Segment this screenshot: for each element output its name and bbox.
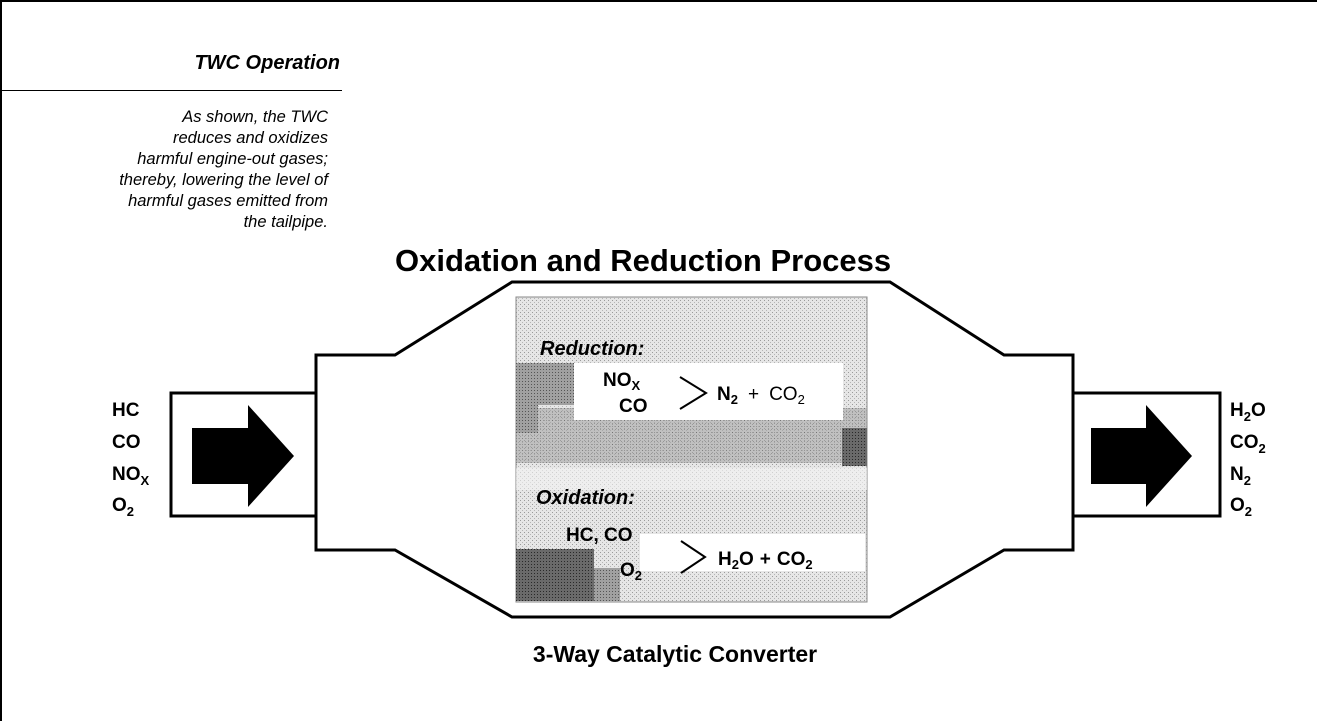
reduction-product-n: N <box>717 384 731 405</box>
diagram-title: Oxidation and Reduction Process <box>395 243 892 278</box>
tailpipe-gases: H2O CO2 N2 O2 <box>1230 398 1266 525</box>
output-gas: H2O <box>1230 398 1266 430</box>
outlet-flow-arrow-icon <box>1091 405 1192 507</box>
frame-top-border <box>0 0 1317 2</box>
input-gas: CO <box>112 430 149 462</box>
output-gas: CO2 <box>1230 430 1266 462</box>
reduction-reactant-nox: NOX <box>603 370 641 393</box>
input-gas-base: NO <box>112 463 141 485</box>
oxidation-reactant-o2-sub: 2 <box>635 568 642 583</box>
reduction-product-plus: + <box>748 384 759 405</box>
input-gas-base: CO <box>112 431 141 453</box>
output-gas-base: CO <box>1230 431 1259 453</box>
output-gas-base: O <box>1230 495 1245 517</box>
reduction-products: N2+CO2 <box>717 384 805 407</box>
sidebar-text-line: harmful engine-out gases; <box>137 150 328 168</box>
oxidation-products: H2O+CO2 <box>718 549 813 572</box>
output-gas-sub: 2 <box>1244 504 1253 520</box>
oxidation-reactant-o2-base: O <box>620 560 635 581</box>
oxidation-product-o: O <box>739 549 754 570</box>
output-gas-sub: 2 <box>1243 472 1251 488</box>
reduction-reactant-nox-sub: X <box>632 378 641 393</box>
sidebar-text-line: harmful gases emitted from <box>128 192 328 210</box>
oxidation-product-co-sub: 2 <box>805 557 812 572</box>
oxidation-label: Oxidation: <box>536 487 635 509</box>
sidebar-text-line: thereby, lowering the level of <box>119 171 328 189</box>
input-gas-base: O <box>112 495 127 517</box>
oxidation-reactant-o2: O2 <box>620 560 642 583</box>
oxidation-product-h: H <box>718 549 732 570</box>
input-gas: O2 <box>112 493 149 525</box>
input-gas-base: HC <box>112 400 140 421</box>
sidebar-divider <box>0 90 342 91</box>
reduction-combine-bracket-icon <box>679 376 708 410</box>
output-gas-sub: 2 <box>1258 440 1266 456</box>
sidebar-text-line: reduces and oxidizes <box>172 129 328 147</box>
oxidation-product-plus: + <box>760 549 771 570</box>
sidebar-text-line: the tailpipe. <box>243 213 328 231</box>
reduction-reactant-co: CO <box>619 396 648 417</box>
input-gas: NOX <box>112 462 149 494</box>
reduction-product-co: CO <box>769 384 798 405</box>
reduction-product-co-sub: 2 <box>798 392 805 407</box>
output-gas-rest: O <box>1250 400 1266 421</box>
input-gas-sub: 2 <box>126 504 135 520</box>
reduction-product-n-sub: 2 <box>731 392 738 407</box>
reduction-reactant-nox-base: NO <box>603 370 632 391</box>
reduction-label: Reduction: <box>540 338 644 360</box>
sidebar-text-line: As shown, the TWC <box>182 108 328 126</box>
oxidation-reactant-hc-co: HC, CO <box>566 525 633 546</box>
inlet-flow-arrow-icon <box>192 405 294 507</box>
oxidation-product-panel <box>640 534 865 571</box>
output-gas: O2 <box>1230 493 1266 525</box>
reduction-panel <box>574 363 843 420</box>
sidebar-description: As shown, the TWC reduces and oxidizes h… <box>0 107 328 233</box>
oxidation-combine-bracket-icon <box>680 540 707 574</box>
output-gas-sub: 2 <box>1243 408 1251 424</box>
output-gas-base: H <box>1230 400 1244 421</box>
frame-left-border <box>0 0 2 721</box>
oxidation-product-h-sub: 2 <box>732 557 739 572</box>
input-gas: HC <box>112 398 149 430</box>
oxidation-product-co: CO <box>777 549 806 570</box>
output-gas-base: N <box>1230 463 1244 485</box>
input-gas-sub: X <box>140 472 150 488</box>
sidebar-title: TWC Operation <box>194 52 340 74</box>
engine-out-gases: HC CO NOX O2 <box>112 398 149 525</box>
output-gas: N2 <box>1230 462 1266 494</box>
diagram-caption: 3-Way Catalytic Converter <box>532 641 818 667</box>
